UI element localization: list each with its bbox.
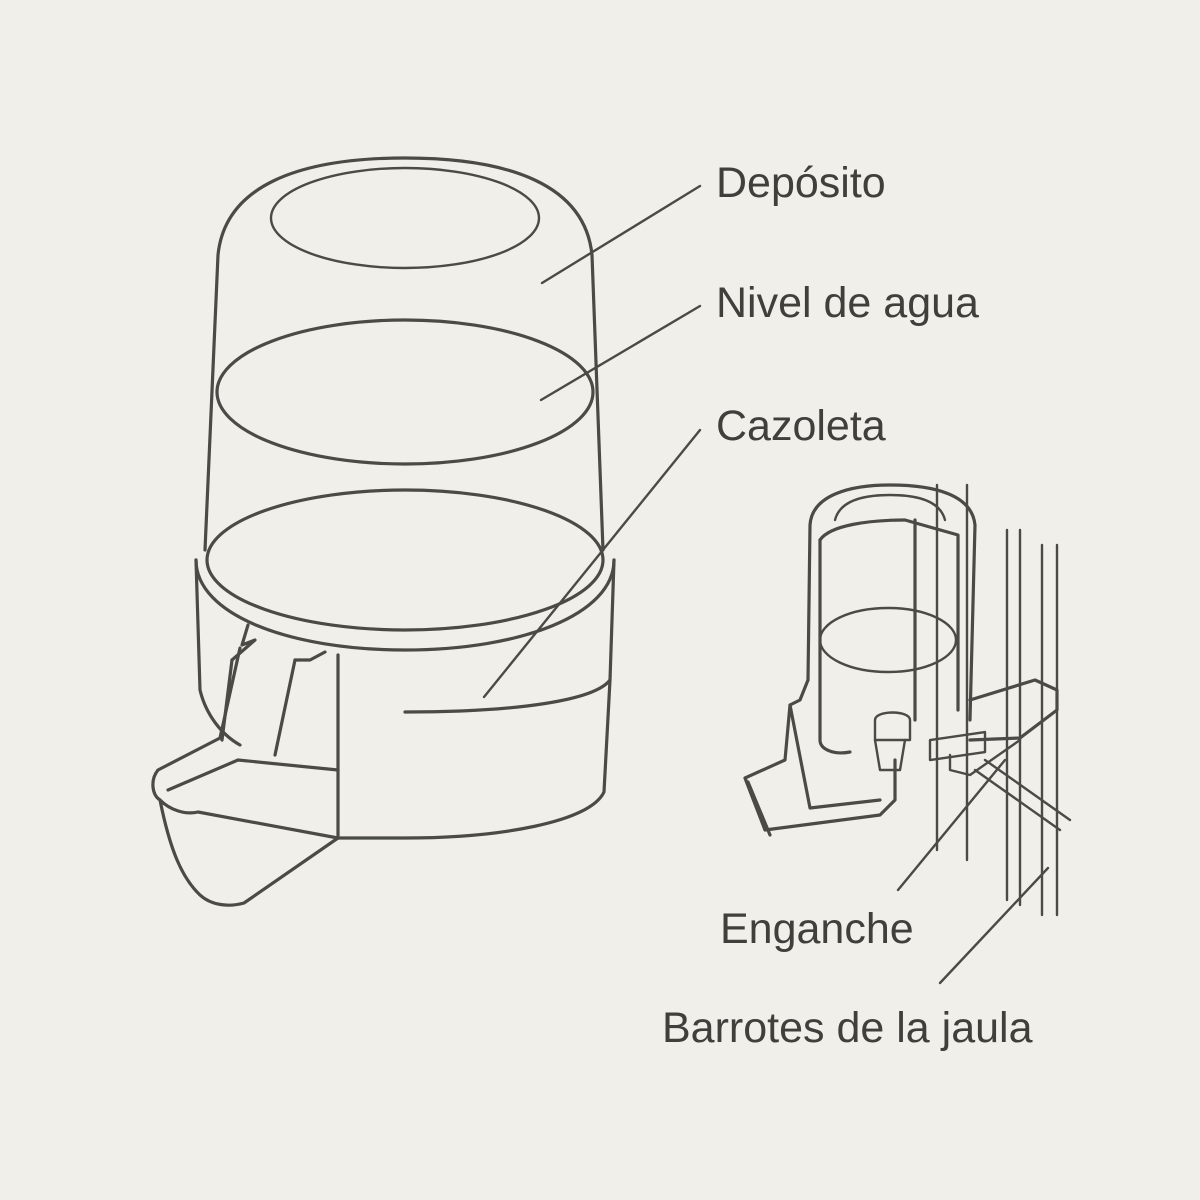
- label-cazoleta: Cazoleta: [716, 402, 886, 450]
- leader-nivel: [539, 304, 702, 402]
- cage-bars: [935, 483, 1072, 917]
- main-waterer-drawing: [151, 156, 616, 907]
- mounted-waterer-drawing: [743, 483, 1072, 917]
- leader-lines: [482, 184, 1050, 985]
- leader-deposito: [540, 184, 702, 285]
- label-deposito: Depósito: [716, 159, 886, 207]
- leader-barrotes: [938, 866, 1050, 985]
- reservoir: [203, 156, 605, 552]
- labels: Depósito Nivel de agua Cazoleta Enganche…: [662, 159, 1033, 1052]
- label-barrotes: Barrotes de la jaula: [662, 1004, 1033, 1052]
- leader-enganche: [896, 758, 1007, 892]
- label-enganche: Enganche: [720, 905, 914, 953]
- reservoir-base-ring: [205, 488, 605, 632]
- water-level-ring: [215, 318, 595, 466]
- dish: [151, 558, 616, 907]
- hook: [873, 678, 1059, 777]
- leader-cazoleta: [482, 428, 702, 699]
- label-nivel-de-agua: Nivel de agua: [716, 279, 979, 327]
